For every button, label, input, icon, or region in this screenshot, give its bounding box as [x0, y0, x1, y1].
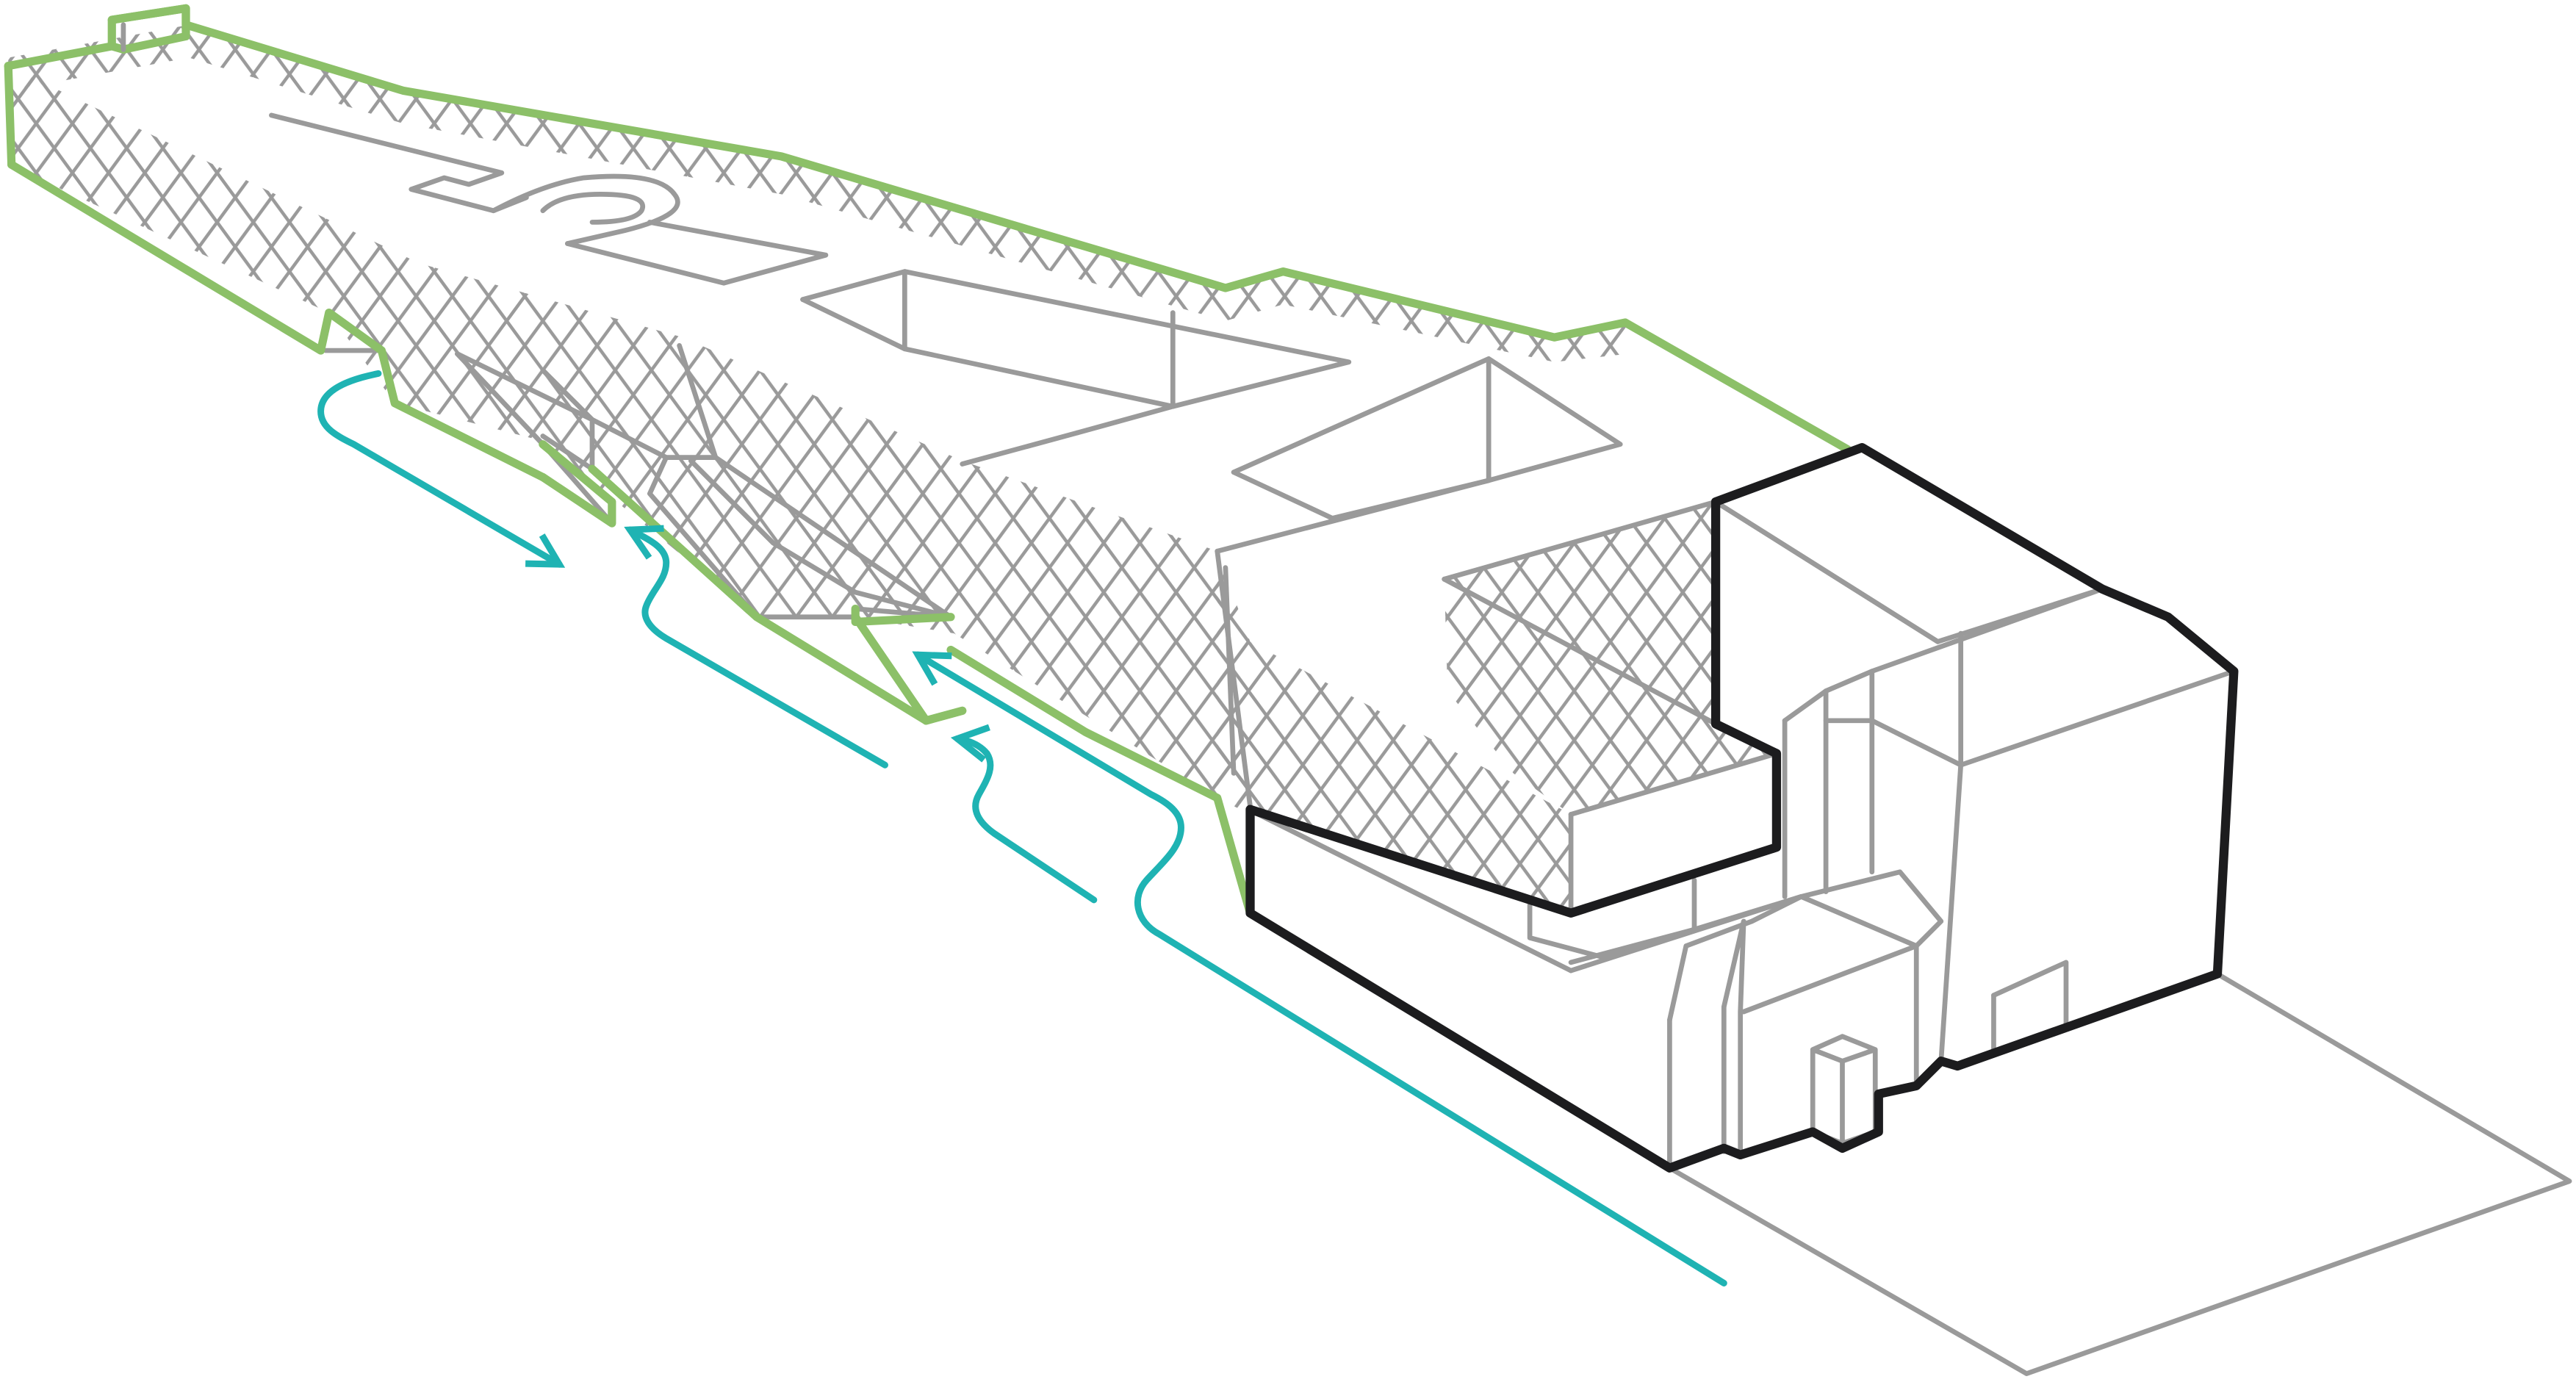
existing-low-roof-3 — [1721, 918, 1746, 1154]
existing-wing-line-2 — [1713, 499, 2105, 644]
south-edge-long — [946, 645, 1255, 918]
ground-plane — [1667, 971, 2572, 1376]
existing-interior-8 — [1991, 960, 2069, 1031]
entrance-cut-3 — [540, 367, 595, 472]
new-building-outline — [269, 112, 2572, 1376]
existing-building-outline — [1245, 442, 2239, 1173]
entrance-edge-1 — [539, 440, 616, 528]
courtyard-1-floor — [800, 297, 1176, 409]
existing-interior-1 — [1782, 586, 2105, 724]
existing-building — [1245, 442, 2239, 1173]
existing-interior-7 — [1938, 630, 1964, 1064]
roof-ridge — [960, 430, 1080, 467]
circulation-arrows — [317, 370, 1727, 1286]
courtyard-2 — [1231, 356, 1623, 483]
circulation-arrow-1 — [317, 370, 560, 564]
west-wing-corner — [1215, 548, 1253, 809]
courtyard-1-edge — [1075, 403, 1176, 436]
bridge-edge — [1568, 751, 1780, 817]
existing-gable — [1568, 869, 1944, 973]
roof-oval-feature — [491, 173, 680, 246]
north-roof-edge — [4, 4, 1852, 453]
entrance-cut-4 — [647, 455, 858, 620]
circulation-arrow-2 — [630, 530, 888, 769]
circulation-arrow-3 — [957, 738, 1098, 904]
existing-wing-line — [1256, 812, 1574, 973]
roof-oval-inner — [540, 192, 645, 225]
courtyard-mesh — [1444, 502, 1777, 815]
rooftop-box — [107, 4, 190, 54]
roof-notch-2 — [565, 220, 829, 286]
green-roof-edge — [4, 4, 1852, 918]
entrance-cut-5 — [688, 458, 954, 620]
upper-block-edge — [1215, 478, 1492, 554]
west-wing-corner-2 — [1223, 565, 1237, 776]
west-end-edge — [4, 62, 16, 169]
entrance-cut-6 — [713, 455, 954, 620]
courtyard-1 — [800, 269, 1352, 409]
circulation-arrow-4 — [918, 655, 1727, 1286]
courtyard-3-floor — [1442, 576, 1719, 727]
south-edge-west — [7, 160, 547, 482]
south-facade-mesh-east — [1217, 551, 1572, 913]
north-facade-mesh — [8, 24, 1629, 362]
existing-low-roof-2 — [1667, 893, 1919, 1023]
south-edge-east — [851, 613, 967, 725]
